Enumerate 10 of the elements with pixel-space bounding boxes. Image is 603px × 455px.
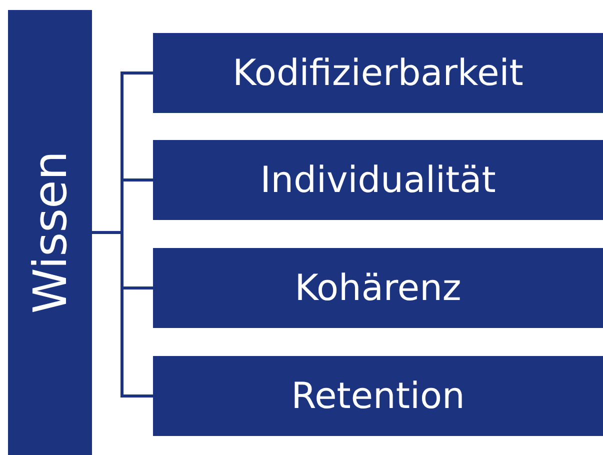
box-label: Retention (291, 376, 465, 416)
category-box (153, 140, 603, 220)
category-box (153, 33, 603, 113)
box-label: Kodifizierbarkeit (232, 52, 524, 94)
box-label: Individualität (260, 160, 496, 200)
box-label: Kohärenz (294, 268, 462, 308)
category-box (153, 248, 603, 328)
category-box (153, 356, 603, 436)
category-bar (8, 10, 92, 455)
box-label: Wissen (23, 151, 77, 314)
